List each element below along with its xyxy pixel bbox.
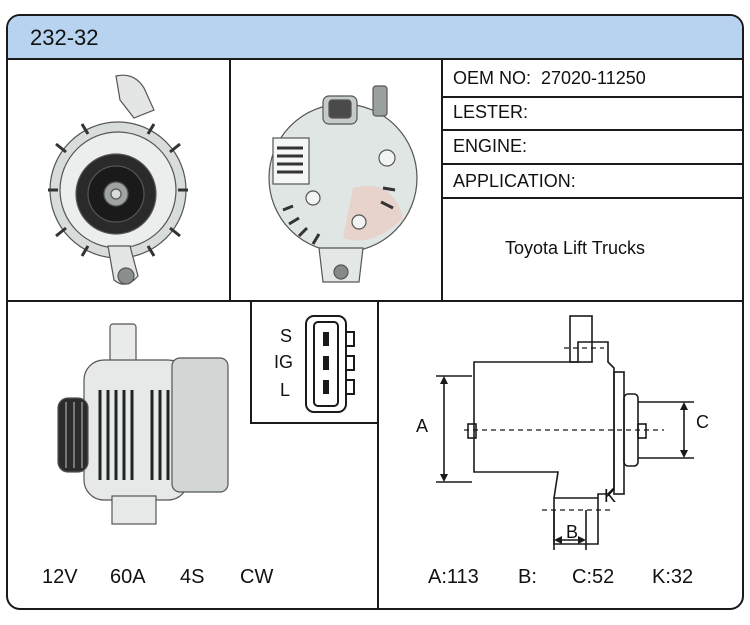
voltage-spec: 12V: [42, 566, 78, 588]
engine-label: ENGINE:: [453, 136, 528, 156]
diagram-label-k: K: [604, 486, 617, 506]
alternator-rear-view: [268, 85, 418, 283]
rotation-spec: CW: [240, 566, 274, 588]
connector-plug-icon: [305, 315, 355, 413]
divider-bottom-mid: [377, 300, 379, 608]
title-bar: 232-32: [8, 16, 742, 60]
application-label: APPLICATION:: [453, 171, 576, 191]
pin-label-ig: IG: [274, 352, 294, 372]
diagram-label-a: A: [416, 416, 429, 436]
dimension-c-spec: C:52: [572, 566, 615, 588]
application-value: Toyota Lift Trucks: [505, 238, 646, 258]
pin-label-l: L: [280, 380, 291, 400]
model-number: 232-32: [30, 25, 99, 50]
divider-top-left: [229, 60, 231, 302]
alternator-side-view: [57, 323, 229, 525]
dimension-k-spec: K:32: [652, 566, 694, 588]
oem-value: 27020-11250: [541, 68, 646, 88]
dimension-a-spec: A:113: [428, 566, 479, 588]
info-row-1: [441, 96, 742, 98]
dimension-b-spec: B:: [518, 566, 537, 588]
lester-label: LESTER:: [453, 102, 529, 122]
divider-top-mid: [441, 60, 443, 302]
product-card: 232-32 OEM NO: 27020-11250 LESTER: ENGIN…: [6, 14, 744, 610]
divider-row: [8, 300, 742, 302]
amperage-spec: 60A: [110, 566, 146, 588]
info-row-2: [441, 129, 742, 131]
diagram-label-c: C: [696, 412, 709, 432]
diagram-label-b: B: [566, 522, 579, 542]
alternator-front-view: [48, 74, 188, 285]
connector-box: [250, 300, 379, 424]
oem-label: OEM NO:: [453, 68, 532, 88]
groove-spec: 4S: [180, 566, 205, 588]
pin-label-s: S: [280, 326, 293, 346]
info-row-3: [441, 163, 742, 165]
dimension-drawing: [436, 315, 694, 550]
info-row-4: [441, 197, 742, 199]
